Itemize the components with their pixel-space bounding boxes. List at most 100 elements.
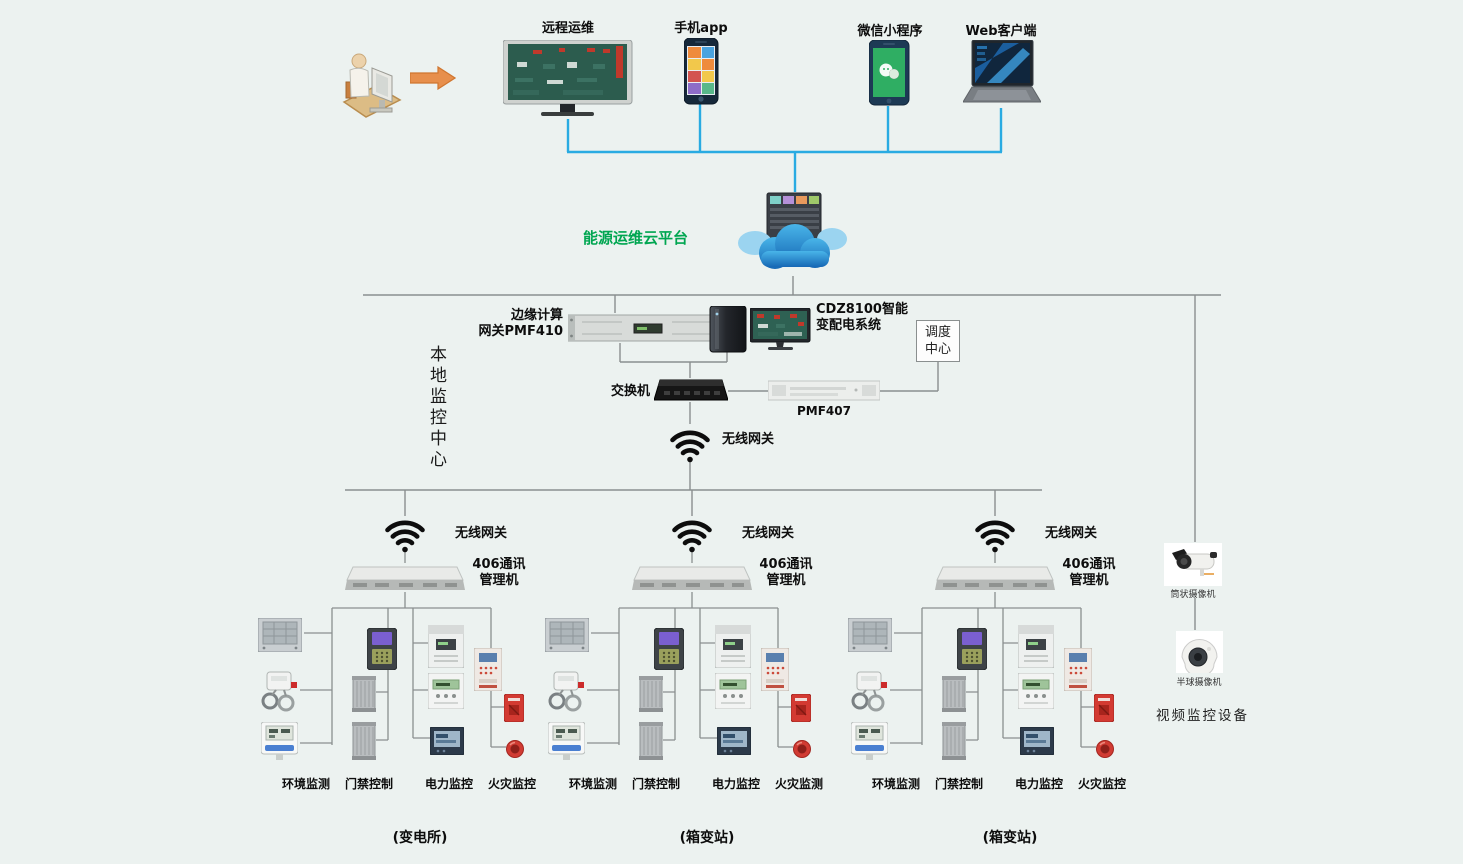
mobile-app-phone-icon: [684, 38, 719, 105]
cloud-platform-label: 能源运维云平台: [582, 229, 688, 247]
comm-manager-label: 406通讯 管理机: [753, 557, 819, 590]
edge-gateway-label: 边缘计算 网关PMF410: [455, 308, 563, 341]
manual-call-point-icon: [791, 694, 811, 722]
door-column-label: 门禁控制: [631, 777, 680, 791]
switch-label: 交换机: [610, 384, 650, 399]
wireless-gateway-label: 无线网关: [742, 526, 795, 541]
env-sensor-icon: [848, 670, 890, 712]
temp-humidity-sensor-icon: [261, 722, 298, 760]
edge-gateway-rack-icon: [568, 313, 728, 343]
pmf407-label: PMF407: [797, 404, 851, 418]
wireless-gateway-label: 无线网关: [455, 526, 508, 541]
power-meter-icon: [715, 625, 751, 668]
dispatch-center-line1: 调度: [924, 325, 951, 340]
env-column-label: 环境监测: [871, 777, 920, 791]
face-reader-icon: [367, 628, 397, 670]
alarm-siren-icon: [793, 739, 811, 760]
fire-column-label: 火灾监控: [487, 777, 536, 791]
fire-alarm-panel-icon: [474, 648, 502, 691]
door-column-label: 门禁控制: [344, 777, 393, 791]
power-meter-icon: [428, 625, 464, 668]
station-group-3: 无线网关 406通讯 管理机: [840, 500, 1150, 860]
scada-system-label-line1: CDZ8100智能: [816, 302, 908, 317]
station-wiring-lines: [587, 552, 793, 748]
face-reader-icon: [654, 628, 684, 670]
power-column-label: 电力监控: [711, 777, 760, 791]
manual-call-point-icon: [1094, 694, 1114, 722]
comm-manager-icon: [935, 563, 1055, 593]
dispatch-center-line2: 中心: [924, 342, 951, 357]
arrow-right-icon: [410, 66, 456, 90]
turnstile-icon: [942, 722, 966, 760]
panel-meter-icon: [430, 727, 464, 755]
face-reader-icon: [957, 628, 987, 670]
comm-manager-label: 406通讯 管理机: [466, 557, 532, 590]
panel-meter-icon: [717, 727, 751, 755]
wireless-gateway-label: 无线网关: [722, 432, 775, 447]
alarm-siren-icon: [506, 739, 524, 760]
temp-humidity-sensor-icon: [548, 722, 585, 760]
bullet-camera-label: 筒状摄像机: [1170, 590, 1216, 600]
temp-humidity-sensor-icon: [851, 722, 888, 760]
scada-monitor-icon: [750, 308, 812, 352]
fire-alarm-panel-icon: [761, 648, 789, 691]
wechat-miniprogram-label: 微信小程序: [857, 24, 923, 39]
switch-icon: [654, 378, 728, 402]
wireless-gateway-label: 无线网关: [1045, 526, 1098, 541]
remote-ops-label: 远程运维: [541, 21, 594, 36]
comm-manager-label-line2: 管理机: [766, 573, 806, 589]
station-group-2: 无线网关 406通讯 管理机: [537, 500, 847, 860]
env-controller-icon: [258, 618, 302, 652]
comm-manager-icon: [345, 563, 465, 593]
tower-pc-icon: [708, 306, 748, 353]
pmf407-rack-icon: [768, 377, 880, 404]
dome-camera-icon: [1176, 631, 1223, 673]
comm-manager-label-line1: 406通讯: [472, 557, 526, 572]
power-meter-icon: [428, 673, 464, 709]
web-client-laptop-icon: [963, 40, 1041, 108]
alarm-siren-icon: [1096, 739, 1114, 760]
env-column-label: 环境监测: [281, 777, 330, 791]
wifi-icon: [970, 514, 1020, 554]
edge-gateway-label-line1: 边缘计算: [510, 308, 563, 323]
bullet-camera-icon: [1164, 543, 1222, 586]
env-column-label: 环境监测: [568, 777, 617, 791]
fire-column-label: 火灾监测: [774, 777, 823, 791]
wifi-icon: [380, 514, 430, 554]
station-name-label: (箱变站): [679, 830, 735, 846]
station-name-label: (变电所): [392, 830, 448, 846]
station-name-label: (箱变站): [982, 830, 1038, 846]
wifi-icon: [667, 514, 717, 554]
wifi-icon: [665, 424, 715, 464]
panel-meter-icon: [1020, 727, 1054, 755]
power-meter-icon: [715, 673, 751, 709]
dispatch-center-box: 调度 中心: [916, 320, 960, 362]
wechat-phone-icon: [869, 40, 910, 106]
local-center-side-label: 本地监控中心: [426, 345, 446, 471]
fire-column-label: 火灾监控: [1077, 777, 1126, 791]
web-client-label: Web客户端: [965, 24, 1037, 39]
operator-at-desk-icon: [336, 48, 404, 120]
station-group-1: 无线网关 406通讯 管理机: [250, 500, 560, 860]
cloud-server-icon: [738, 191, 848, 277]
comm-manager-label-line2: 管理机: [1069, 573, 1109, 589]
env-sensor-icon: [258, 670, 300, 712]
manual-call-point-icon: [504, 694, 524, 722]
env-controller-icon: [848, 618, 892, 652]
power-column-label: 电力监控: [1014, 777, 1063, 791]
comm-manager-label-line2: 管理机: [479, 573, 519, 589]
edge-gateway-label-line2: 网关PMF410: [478, 324, 563, 340]
mobile-app-label: 手机app: [674, 21, 728, 36]
turnstile-icon: [639, 722, 663, 760]
env-controller-icon: [545, 618, 589, 652]
power-meter-icon: [1018, 673, 1054, 709]
power-column-label: 电力监控: [424, 777, 473, 791]
power-meter-icon: [1018, 625, 1054, 668]
comm-manager-label-line1: 406通讯: [1062, 557, 1116, 572]
dome-camera-label: 半球摄像机: [1176, 678, 1222, 688]
comm-manager-label: 406通讯 管理机: [1056, 557, 1122, 590]
comm-manager-label-line1: 406通讯: [759, 557, 813, 572]
video-devices-label: 视频监控设备: [1156, 708, 1249, 724]
